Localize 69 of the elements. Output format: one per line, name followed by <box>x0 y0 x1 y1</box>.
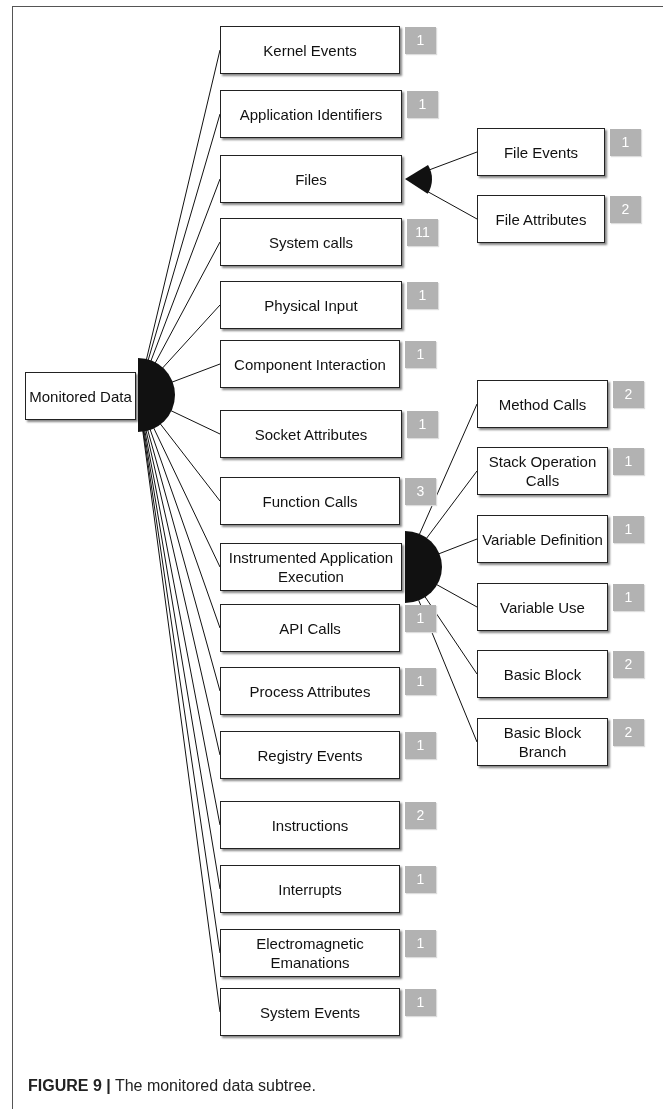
count-badge: 1 <box>405 605 436 632</box>
connector-line <box>147 429 221 692</box>
connector-line <box>427 191 478 220</box>
connector-line <box>426 470 478 539</box>
category-box: Physical Input <box>220 281 402 329</box>
connector-line <box>147 113 221 361</box>
category-box: System calls <box>220 218 402 266</box>
count-badge: 1 <box>407 411 438 438</box>
count-badge: 2 <box>613 719 644 746</box>
category-box: Basic Block Branch <box>477 718 608 766</box>
category-box: Socket Attributes <box>220 410 402 458</box>
count-badge: 2 <box>405 802 436 829</box>
connector-line <box>145 49 221 361</box>
category-box: Registry Events <box>220 731 400 779</box>
category-box: Process Attributes <box>220 667 400 715</box>
count-badge: 2 <box>613 651 644 678</box>
count-badge: 1 <box>405 732 436 759</box>
connector-line <box>154 241 221 364</box>
category-box: Monitored Data <box>25 372 136 420</box>
category-box: Variable Use <box>477 583 608 631</box>
category-box: Instructions <box>220 801 400 849</box>
junction-fan <box>405 531 442 603</box>
connector-line <box>150 178 221 362</box>
count-badge: 11 <box>407 219 438 246</box>
category-box: Stack Operation Calls <box>477 447 608 495</box>
connector-line <box>419 403 478 535</box>
count-badge: 1 <box>405 989 436 1016</box>
category-box: Kernel Events <box>220 26 400 74</box>
category-box: Instrumented Application Execution <box>220 543 402 591</box>
category-box: Method Calls <box>477 380 608 428</box>
count-badge: 1 <box>405 668 436 695</box>
category-box: Files <box>220 155 402 203</box>
connector-line <box>153 427 221 568</box>
category-box: Application Identifiers <box>220 90 402 138</box>
count-badge: 3 <box>405 478 436 505</box>
category-box: File Attributes <box>477 195 605 243</box>
count-badge: 2 <box>610 196 641 223</box>
connector-line <box>435 584 478 608</box>
count-badge: 1 <box>610 129 641 156</box>
connector-line <box>145 429 221 756</box>
count-badge: 1 <box>613 448 644 475</box>
connector-line <box>438 538 478 555</box>
count-badge: 2 <box>613 381 644 408</box>
category-box: Component Interaction <box>220 340 400 388</box>
count-badge: 1 <box>405 930 436 957</box>
count-badge: 1 <box>613 516 644 543</box>
category-box: File Events <box>477 128 605 176</box>
connector-line <box>424 596 478 675</box>
connector-line <box>149 428 221 629</box>
connector-line <box>159 422 221 502</box>
category-box: Basic Block <box>477 650 608 698</box>
connector-line <box>171 363 221 383</box>
junction-fan <box>405 164 432 194</box>
category-box: Function Calls <box>220 477 400 525</box>
count-badge: 1 <box>613 584 644 611</box>
junction-fan <box>138 358 175 432</box>
count-badge: 1 <box>407 282 438 309</box>
category-box: Electromagnetic Emanations <box>220 929 400 977</box>
category-box: Interrupts <box>220 865 400 913</box>
count-badge: 1 <box>407 91 438 118</box>
count-badge: 1 <box>405 27 436 54</box>
connector-line <box>161 304 221 369</box>
category-box: Variable Definition <box>477 515 608 563</box>
count-badge: 1 <box>405 866 436 893</box>
connector-line <box>170 409 221 435</box>
category-box: System Events <box>220 988 400 1036</box>
category-box: API Calls <box>220 604 400 652</box>
figure-caption: FIGURE 9 | The monitored data subtree. <box>28 1077 316 1095</box>
count-badge: 1 <box>405 341 436 368</box>
